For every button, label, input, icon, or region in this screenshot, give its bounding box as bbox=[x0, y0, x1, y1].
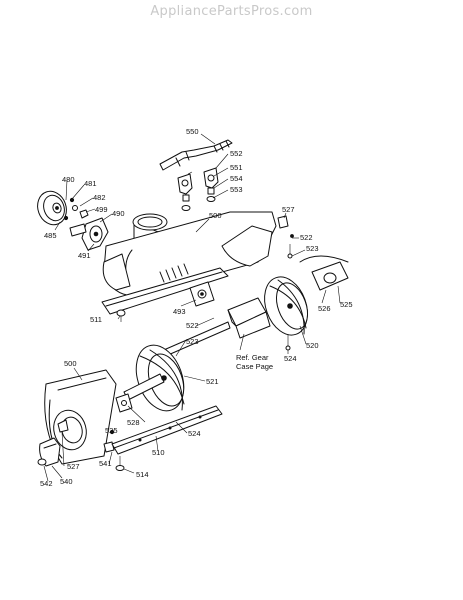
part-label-554: 554 bbox=[230, 174, 243, 183]
part-label-514: 514 bbox=[136, 470, 149, 479]
part-label-499: 499 bbox=[95, 205, 108, 214]
part-label-493: 493 bbox=[173, 307, 186, 316]
part-label-522-center: 522 bbox=[186, 321, 199, 330]
part-label-550: 550 bbox=[186, 127, 199, 136]
leader-lines bbox=[43, 133, 341, 482]
auger-housing-upper bbox=[101, 211, 277, 315]
part-label-510: 510 bbox=[152, 448, 165, 457]
chute-bracket-left bbox=[177, 173, 193, 211]
part-label-525-right: 525 bbox=[340, 300, 353, 309]
lower-hardware bbox=[57, 419, 69, 433]
chute-crank-rod bbox=[159, 139, 233, 171]
part-label-522-upper: 522 bbox=[300, 233, 313, 242]
part-label-491: 491 bbox=[78, 251, 91, 260]
pulley bbox=[37, 190, 67, 226]
part-label-511: 511 bbox=[90, 315, 102, 324]
part-label-523-center: 523 bbox=[186, 337, 199, 346]
part-label-523-upper: 523 bbox=[306, 244, 319, 253]
part-label-527-upper: 527 bbox=[282, 205, 295, 214]
part-label-552: 552 bbox=[230, 149, 243, 158]
auger-spiral-right bbox=[264, 276, 309, 336]
ref-note-line-1: Ref. Gear bbox=[236, 353, 269, 362]
bearing-housing bbox=[69, 217, 109, 251]
part-label-541: 541 bbox=[99, 459, 112, 468]
auger-spiral-left bbox=[123, 344, 185, 412]
part-label-485: 485 bbox=[44, 231, 57, 240]
ref-note-line-2: Case Page bbox=[236, 362, 273, 371]
part-label-524-lower: 524 bbox=[188, 429, 201, 438]
upper-right-hardware bbox=[277, 215, 294, 259]
part-label-500-lower: 500 bbox=[64, 359, 77, 368]
part-label-482: 482 bbox=[93, 193, 106, 202]
part-label-551: 551 bbox=[230, 163, 243, 172]
part-label-490: 490 bbox=[112, 209, 125, 218]
right-bolt bbox=[285, 334, 291, 351]
right-bearing-flange bbox=[299, 255, 349, 291]
part-label-542: 542 bbox=[40, 479, 53, 488]
part-label-500-upper: 500 bbox=[209, 211, 222, 220]
part-label-525-lower: 525 bbox=[105, 426, 118, 435]
part-label-528: 528 bbox=[127, 418, 140, 427]
part-label-553: 553 bbox=[230, 185, 243, 194]
chute-bracket-right bbox=[203, 167, 219, 202]
part-label-521: 521 bbox=[206, 377, 219, 386]
part-labels: 550 552 551 554 553 480 481 482 499 490 … bbox=[40, 127, 353, 488]
part-label-526-right: 526 bbox=[318, 304, 331, 313]
plate-bolt bbox=[115, 456, 125, 471]
part-label-520: 520 bbox=[306, 341, 319, 350]
skid-shoe bbox=[37, 437, 61, 467]
pulley-hardware bbox=[63, 197, 89, 221]
part-label-480: 480 bbox=[62, 175, 75, 184]
lower-left-hardware bbox=[103, 393, 133, 453]
carriage-bolt bbox=[116, 309, 126, 322]
watermark: AppliancePartsPros.com bbox=[150, 4, 313, 19]
part-label-481: 481 bbox=[84, 179, 97, 188]
shave-plate bbox=[111, 405, 223, 455]
part-label-540: 540 bbox=[60, 477, 73, 486]
part-label-524-right: 524 bbox=[284, 354, 297, 363]
part-label-527-lower: 527 bbox=[67, 462, 80, 471]
